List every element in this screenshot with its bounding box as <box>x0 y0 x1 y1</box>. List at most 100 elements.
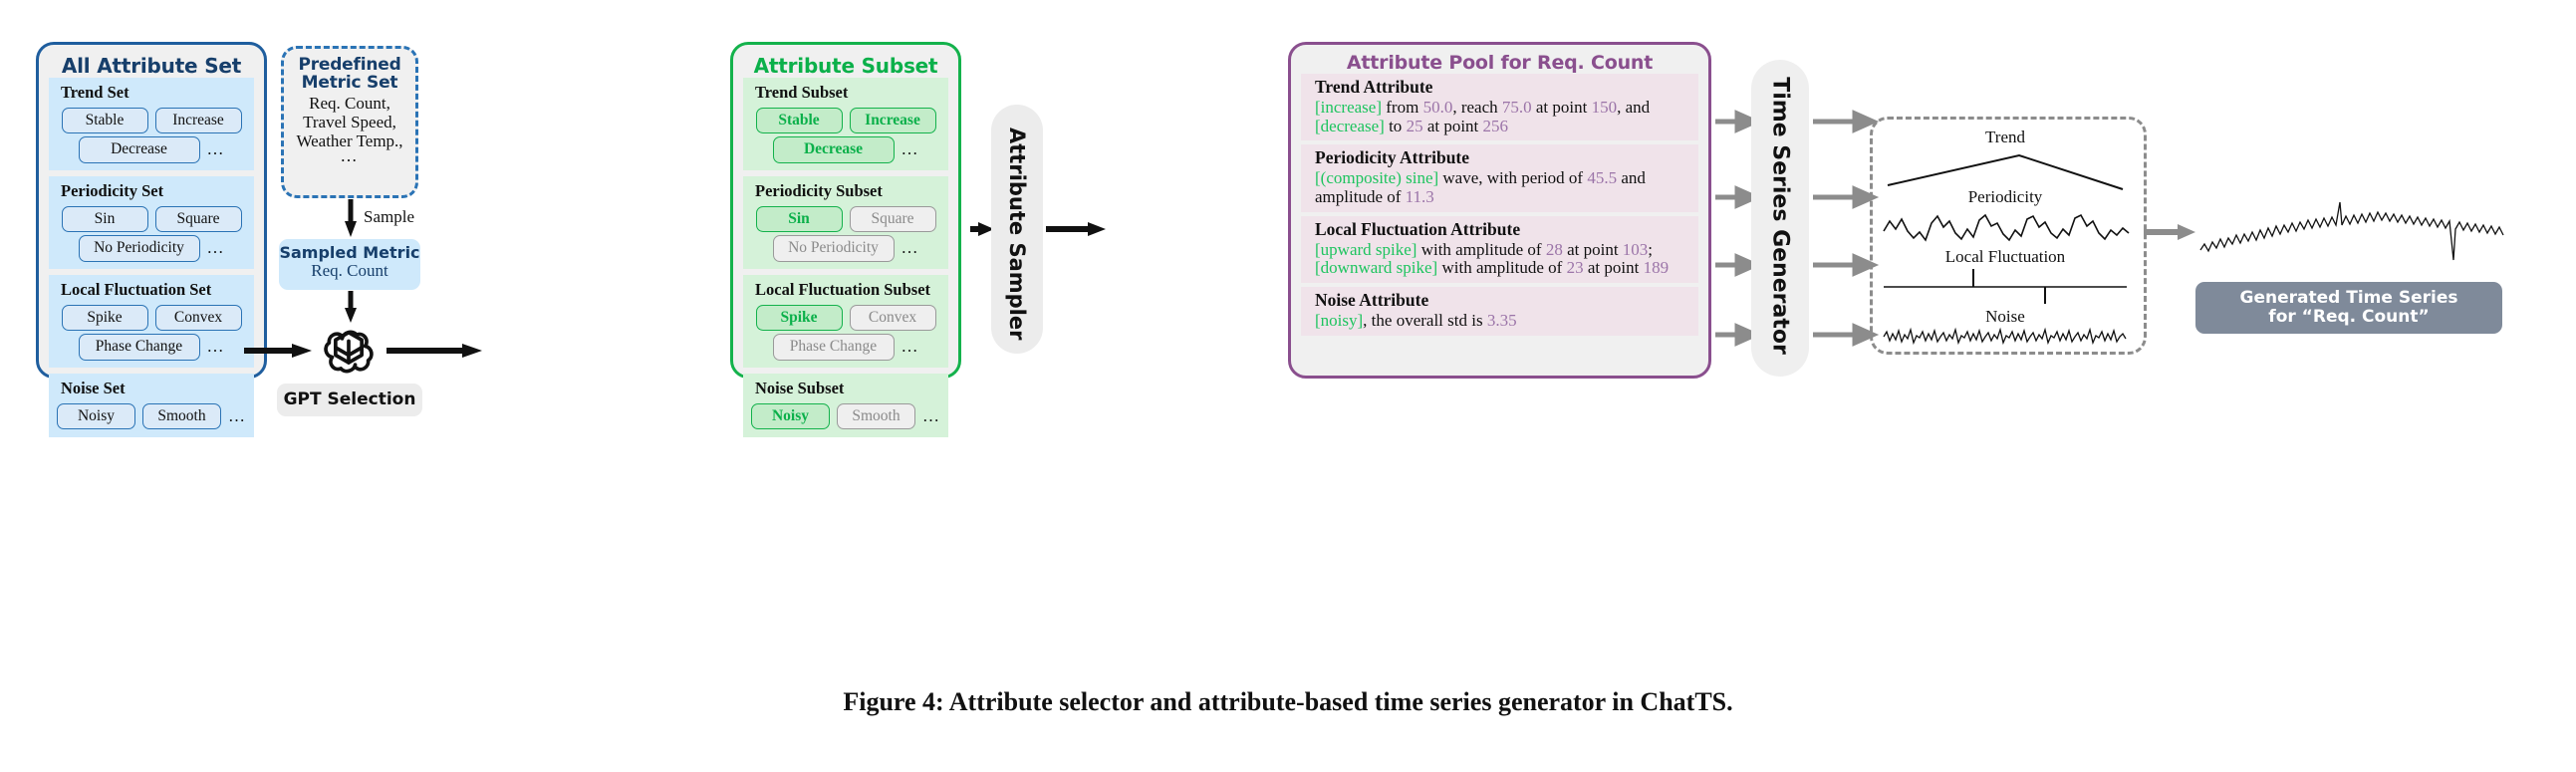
attribute-chip[interactable]: Noisy <box>57 402 135 429</box>
attribute-number: 25 <box>1406 116 1423 135</box>
attribute-pool-items: Trend Attribute[increase] from 50.0, rea… <box>1291 74 1708 336</box>
time-series-generator-label: Time Series Generator <box>1767 77 1793 355</box>
attribute-tag: [(composite) sine] <box>1315 168 1439 188</box>
attribute-chip[interactable]: Spike <box>61 304 148 331</box>
attribute-pool-item: Noise Attribute[noisy], the overall std … <box>1301 287 1698 336</box>
attribute-pool-item-title: Trend Attribute <box>1315 77 1433 97</box>
attribute-number: 103 <box>1622 239 1649 259</box>
predefined-title-line1: Predefined <box>298 55 401 75</box>
attribute-pool-item-body: [(composite) sine] wave, with period of … <box>1301 169 1698 206</box>
attribute-group-title: Local Fluctuation Set <box>61 280 212 299</box>
attribute-chip[interactable]: Sin <box>61 205 148 232</box>
attribute-chip[interactable]: Smooth <box>142 402 221 429</box>
attribute-number: 28 <box>1545 239 1563 259</box>
generated-time-series-badge: Generated Time Series for “Req. Count” <box>2195 282 2502 334</box>
attribute-number: 3.35 <box>1486 311 1517 331</box>
attribute-chip[interactable]: Convex <box>154 304 242 331</box>
predefined-metric-set-panel: Predefined Metric Set Req. Count,Travel … <box>281 46 418 198</box>
ellipsis: … <box>206 337 225 357</box>
attribute-text: at point <box>1531 98 1592 117</box>
attribute-chip-on[interactable]: Noisy <box>751 402 830 429</box>
attribute-subset-group-title: Local Fluctuation Subset <box>755 280 931 299</box>
ellipsis: … <box>206 238 225 258</box>
attribute-number: 189 <box>1643 258 1670 278</box>
attribute-chip-row: Phase Change … <box>743 333 948 363</box>
components-dashed-box <box>1870 117 2147 355</box>
badge-line-2: for “Req. Count” <box>2268 307 2430 328</box>
attribute-chip-row: No Periodicity … <box>49 234 254 264</box>
attribute-text: at point <box>1422 116 1483 135</box>
predefined-metric-item: Req. Count, <box>309 93 390 113</box>
predefined-metric-item: Travel Speed, <box>303 113 396 132</box>
attribute-text: at point <box>1562 239 1623 259</box>
ellipsis: … <box>901 139 919 159</box>
arrow-out-of-gpt-icon <box>386 344 482 358</box>
attribute-chip-off[interactable]: Convex <box>849 304 936 331</box>
attribute-number: 50.0 <box>1422 98 1453 117</box>
attribute-chip-on[interactable]: Sin <box>755 205 843 232</box>
arrow-to-sampler-icon <box>970 222 994 236</box>
attribute-tag: [upward spike] <box>1315 239 1417 259</box>
attribute-chip[interactable]: Square <box>154 205 242 232</box>
attribute-sampler-pill: Attribute Sampler <box>991 105 1043 354</box>
attribute-chip[interactable]: Increase <box>154 107 242 133</box>
generated-time-series-chart <box>2199 201 2504 261</box>
attribute-chip-row: Decrease … <box>743 135 948 165</box>
attribute-text: with amplitude of <box>1417 239 1546 259</box>
component-label-trend: Trend <box>1985 128 2025 146</box>
to-gpt-arrow-icon <box>345 291 357 323</box>
attribute-chip-off[interactable]: Square <box>849 205 936 232</box>
attribute-tag: [noisy] <box>1315 311 1364 331</box>
attribute-pool-item-title: Periodicity Attribute <box>1315 147 1470 168</box>
attribute-pool-title: Attribute Pool for Req. Count <box>1346 52 1654 74</box>
attribute-chip-off[interactable]: Smooth <box>837 402 915 429</box>
attribute-chip-on[interactable]: Increase <box>849 107 936 133</box>
generator-to-components-connectors <box>1813 110 1880 347</box>
ellipsis: … <box>901 337 919 357</box>
ellipsis: … <box>206 139 225 159</box>
attribute-chip-on[interactable]: Decrease <box>772 136 895 163</box>
attribute-text: , and <box>1617 98 1651 117</box>
attribute-chip-on[interactable]: Spike <box>755 304 843 331</box>
attribute-pool-panel: Attribute Pool for Req. Count Trend Attr… <box>1288 42 1711 379</box>
attribute-chip[interactable]: Phase Change <box>78 334 200 361</box>
attribute-chip-row: Decrease … <box>49 135 254 165</box>
noise-mini-chart <box>1883 327 2127 346</box>
sampled-metric-value: Req. Count <box>311 261 388 280</box>
attribute-tag: [downward spike] <box>1315 258 1438 278</box>
attribute-chip-on[interactable]: Stable <box>755 107 843 133</box>
attribute-chip-row: Phase Change … <box>49 333 254 363</box>
time-series-generator-pill: Time Series Generator <box>1751 60 1809 377</box>
predefined-metric-item: Weather Temp., <box>296 131 403 151</box>
attribute-chip-off[interactable]: Phase Change <box>772 334 895 361</box>
arrow-into-gpt-icon <box>244 344 312 358</box>
attribute-chip-row: No Periodicity… <box>743 234 948 264</box>
attribute-number: 45.5 <box>1587 168 1618 188</box>
attribute-chip[interactable]: Stable <box>61 107 148 133</box>
predefined-title-line2: Metric Set <box>301 73 398 94</box>
attribute-chip[interactable]: No Periodicity <box>78 235 200 262</box>
all-attribute-set-title: All Attribute Set <box>61 54 242 78</box>
local-fluctuation-mini-chart <box>1884 269 2127 304</box>
attribute-text: at point <box>1583 258 1644 278</box>
attribute-text: and amplitude of <box>1315 168 1646 207</box>
attribute-pool-item: Periodicity Attribute[(composite) sine] … <box>1301 144 1698 212</box>
attribute-number: 150 <box>1591 98 1618 117</box>
attribute-chip-off[interactable]: No Periodicity <box>772 235 895 262</box>
attribute-subset-group-title: Noise Subset <box>755 379 845 397</box>
sampled-metric-title: Sampled Metric <box>279 243 420 262</box>
attribute-chip[interactable]: Decrease <box>78 136 200 163</box>
attribute-sampler-label: Attribute Sampler <box>1005 128 1029 341</box>
